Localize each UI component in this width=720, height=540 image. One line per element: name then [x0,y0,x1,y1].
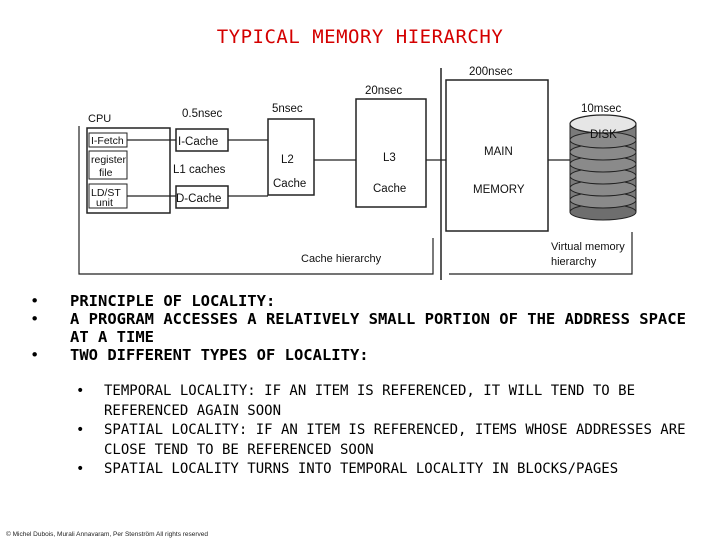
cache-hierarchy-bracket [78,126,434,275]
sub-bullet-dot: • [76,422,85,438]
bullet-text: A PROGRAM ACCESSES A RELATIVELY SMALL PO… [70,310,686,346]
l2-label-2: Cache [273,178,306,190]
icache-label: I-Cache [178,136,218,148]
register-file-label-2: file [99,167,113,179]
ldst-label-1: LD/ST [91,187,121,199]
dcache-label: D-Cache [176,193,221,205]
ldst-label-2: unit [96,197,113,209]
ifetch-label: I-Fetch [91,135,124,147]
bullet-item: • A PROGRAM ACCESSES A RELATIVELY SMALL … [28,310,698,346]
sub-bullet-text: SPATIAL LOCALITY: IF AN ITEM IS REFERENC… [104,422,686,458]
main-latency: 200nsec [469,66,513,78]
sub-bullet-list: • TEMPORAL LOCALITY: IF AN ITEM IS REFER… [74,382,714,480]
cpu-box [86,127,171,214]
sub-bullet-text: TEMPORAL LOCALITY: IF AN ITEM IS REFEREN… [104,383,636,419]
disk-icon [569,114,637,221]
sub-bullet-text: SPATIAL LOCALITY TURNS INTO TEMPORAL LOC… [104,461,619,477]
main-memory-label-1: MAIN [484,146,513,158]
sub-bullet-item: • SPATIAL LOCALITY: IF AN ITEM IS REFERE… [74,421,714,460]
dcache-box [175,185,229,209]
l3-label-2: Cache [373,183,406,195]
bullet-dot: • [30,310,40,328]
l3-label-1: L3 [383,152,396,164]
main-bullet-list: • PRINCIPLE OF LOCALITY: • A PROGRAM ACC… [28,292,698,364]
bullet-dot: • [30,346,40,364]
l2-label-1: L2 [281,154,294,166]
memory-hierarchy-diagram: CPU I-Fetch register file LD/ST unit I-C… [78,66,637,280]
copyright-footer: © Michel Dubois, Murali Annavaram, Per S… [6,531,209,538]
main-memory-box [445,79,549,232]
l3-cache-box [355,98,427,208]
disk-latency: 10msec [581,103,622,115]
bullet-item: • TWO DIFFERENT TYPES OF LOCALITY: [28,346,698,364]
slide-title: TYPICAL MEMORY HIERARCHY [216,26,504,48]
l1-caches-label: L1 caches [173,164,226,176]
l3-latency: 20nsec [365,85,402,97]
main-memory-label-2: MEMORY [473,184,525,196]
bullet-item: • PRINCIPLE OF LOCALITY: [28,292,698,310]
bullet-dot: • [30,292,40,310]
disk-label: DISK [590,129,617,141]
l1-latency: 0.5nsec [182,108,223,120]
sub-bullet-item: • SPATIAL LOCALITY TURNS INTO TEMPORAL L… [74,460,714,480]
sub-bullet-dot: • [76,383,85,399]
virtual-memory-label-1: Virtual memory [551,241,625,253]
cache-hierarchy-label: Cache hierarchy [301,253,382,265]
virtual-memory-bracket [449,232,633,275]
virtual-memory-label-2: hierarchy [551,256,597,268]
l2-cache-box [267,118,315,196]
register-file-label-1: register [91,154,127,166]
bullet-text: TWO DIFFERENT TYPES OF LOCALITY: [70,346,369,364]
l2-latency: 5nsec [272,103,303,115]
bullet-text: PRINCIPLE OF LOCALITY: [70,292,276,310]
cpu-label: CPU [88,113,111,125]
sub-bullet-item: • TEMPORAL LOCALITY: IF AN ITEM IS REFER… [74,382,714,421]
sub-bullet-dot: • [76,461,85,477]
register-file-box [88,150,128,180]
